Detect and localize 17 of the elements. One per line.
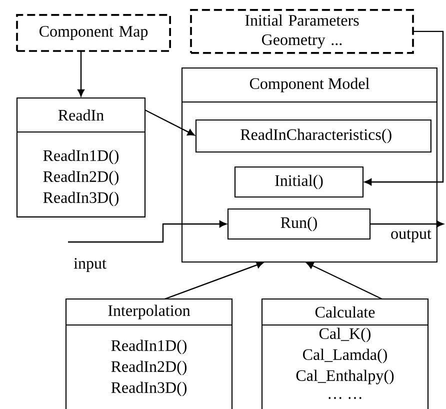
arrow (78, 51, 84, 97)
method-box: ReadInCharacteristics() (195, 119, 432, 153)
class-box: ReadIn ReadIn1D() ReadIn2D() ReadIn3D() (16, 97, 146, 218)
arrow (164, 262, 264, 300)
arrow (364, 30, 444, 186)
arrow (144, 109, 195, 136)
class-box: Calculate Cal_K() Cal_Lamda() Cal_Enthalpy() … … (261, 298, 429, 409)
arrow (370, 220, 444, 228)
arrow (68, 220, 227, 243)
dashed-box: Initial Parameters Geometry ... (190, 9, 414, 54)
arrow (306, 262, 382, 300)
method-box: Initial() (234, 166, 364, 198)
class-box: Interpolation ReadIn1D() ReadIn2D() ReadIn3D() (65, 298, 233, 409)
dashed-box: Component Map (16, 14, 171, 52)
edge-label: output (389, 228, 433, 244)
method-box: Run() (227, 208, 371, 240)
edge-label: input (72, 256, 108, 274)
